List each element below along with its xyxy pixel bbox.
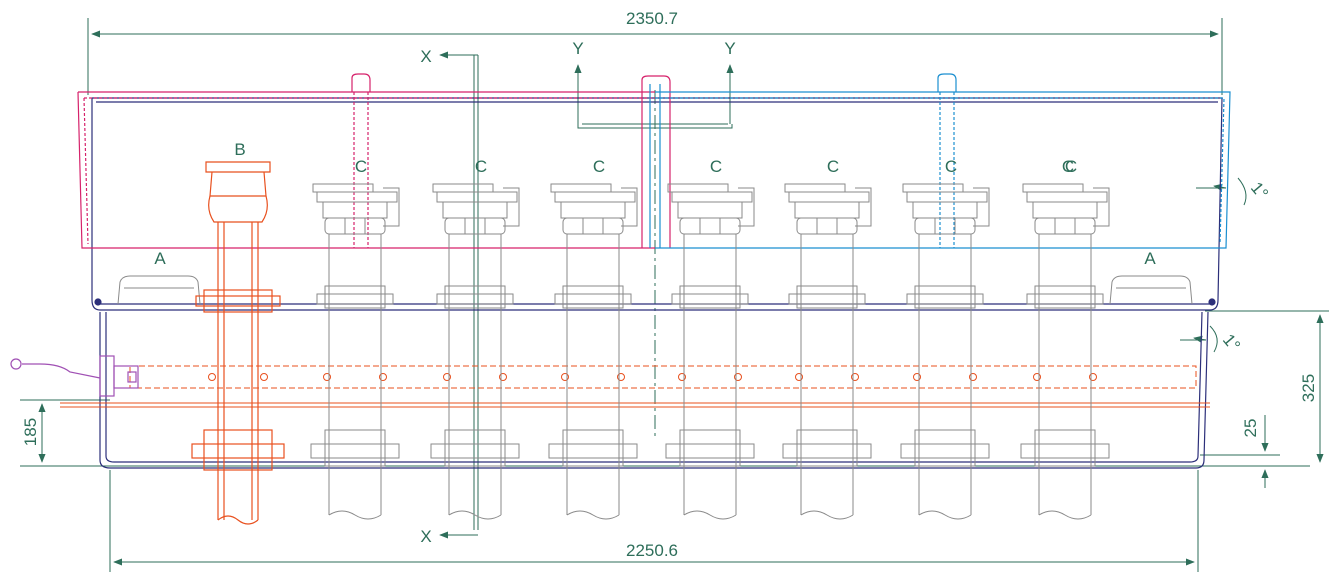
angle-mid-label: 1° — [1219, 330, 1244, 355]
port — [678, 373, 686, 381]
section-lines — [439, 51, 734, 539]
inner-width-label: 2250.6 — [626, 541, 678, 560]
fitting-c-5 — [782, 183, 872, 520]
dimension-lines — [20, 18, 1329, 572]
tag-c-7: C — [1065, 157, 1077, 176]
fitting-c-7 — [1020, 183, 1110, 520]
fitting-c-4 — [665, 183, 755, 520]
port — [913, 373, 921, 381]
angle-top-label: 1° — [1247, 178, 1272, 203]
port — [260, 373, 268, 381]
fitting-b — [191, 161, 285, 525]
tag-c-5: C — [827, 157, 839, 176]
tag-c-1: C — [355, 157, 367, 176]
tag-c-4: C — [710, 157, 722, 176]
section-x-bottom: X — [420, 527, 431, 546]
fittings-c — [310, 183, 1110, 520]
lid-a-right — [1109, 275, 1193, 305]
enclosure-body — [91, 97, 1223, 469]
port — [734, 373, 742, 381]
port — [323, 373, 331, 381]
port — [851, 373, 859, 381]
lid-a-left — [117, 275, 201, 305]
manifold-ports — [208, 373, 1097, 381]
fitting-c-1 — [310, 183, 400, 520]
port — [1033, 373, 1041, 381]
tag-a-right: A — [1144, 249, 1156, 268]
port — [208, 373, 216, 381]
port — [561, 373, 569, 381]
height-325-label: 325 — [1299, 374, 1318, 402]
cable-gland — [10, 355, 139, 397]
height-185-label: 185 — [21, 418, 40, 446]
tag-c-6: C — [945, 157, 957, 176]
port — [1089, 373, 1097, 381]
port — [617, 373, 625, 381]
manifold-pipe — [60, 365, 1210, 408]
cover-left — [77, 73, 671, 249]
port — [795, 373, 803, 381]
port — [379, 373, 387, 381]
cover-right — [649, 73, 1231, 249]
fitting-c-3 — [548, 183, 638, 520]
tag-c-2: C — [475, 157, 487, 176]
tag-c-3: C — [593, 157, 605, 176]
port — [499, 373, 507, 381]
section-x-top: X — [420, 47, 431, 66]
port — [443, 373, 451, 381]
section-y-left: Y — [572, 39, 583, 58]
port — [969, 373, 977, 381]
fitting-c-2 — [430, 183, 520, 520]
tag-c-8: C — [1062, 157, 1074, 176]
overall-width-label: 2350.7 — [626, 9, 678, 28]
gap-25-label: 25 — [1241, 419, 1260, 438]
tag-b: B — [234, 140, 245, 159]
section-y-right: Y — [724, 39, 735, 58]
fitting-c-6 — [900, 183, 990, 520]
tag-a-left: A — [154, 249, 166, 268]
